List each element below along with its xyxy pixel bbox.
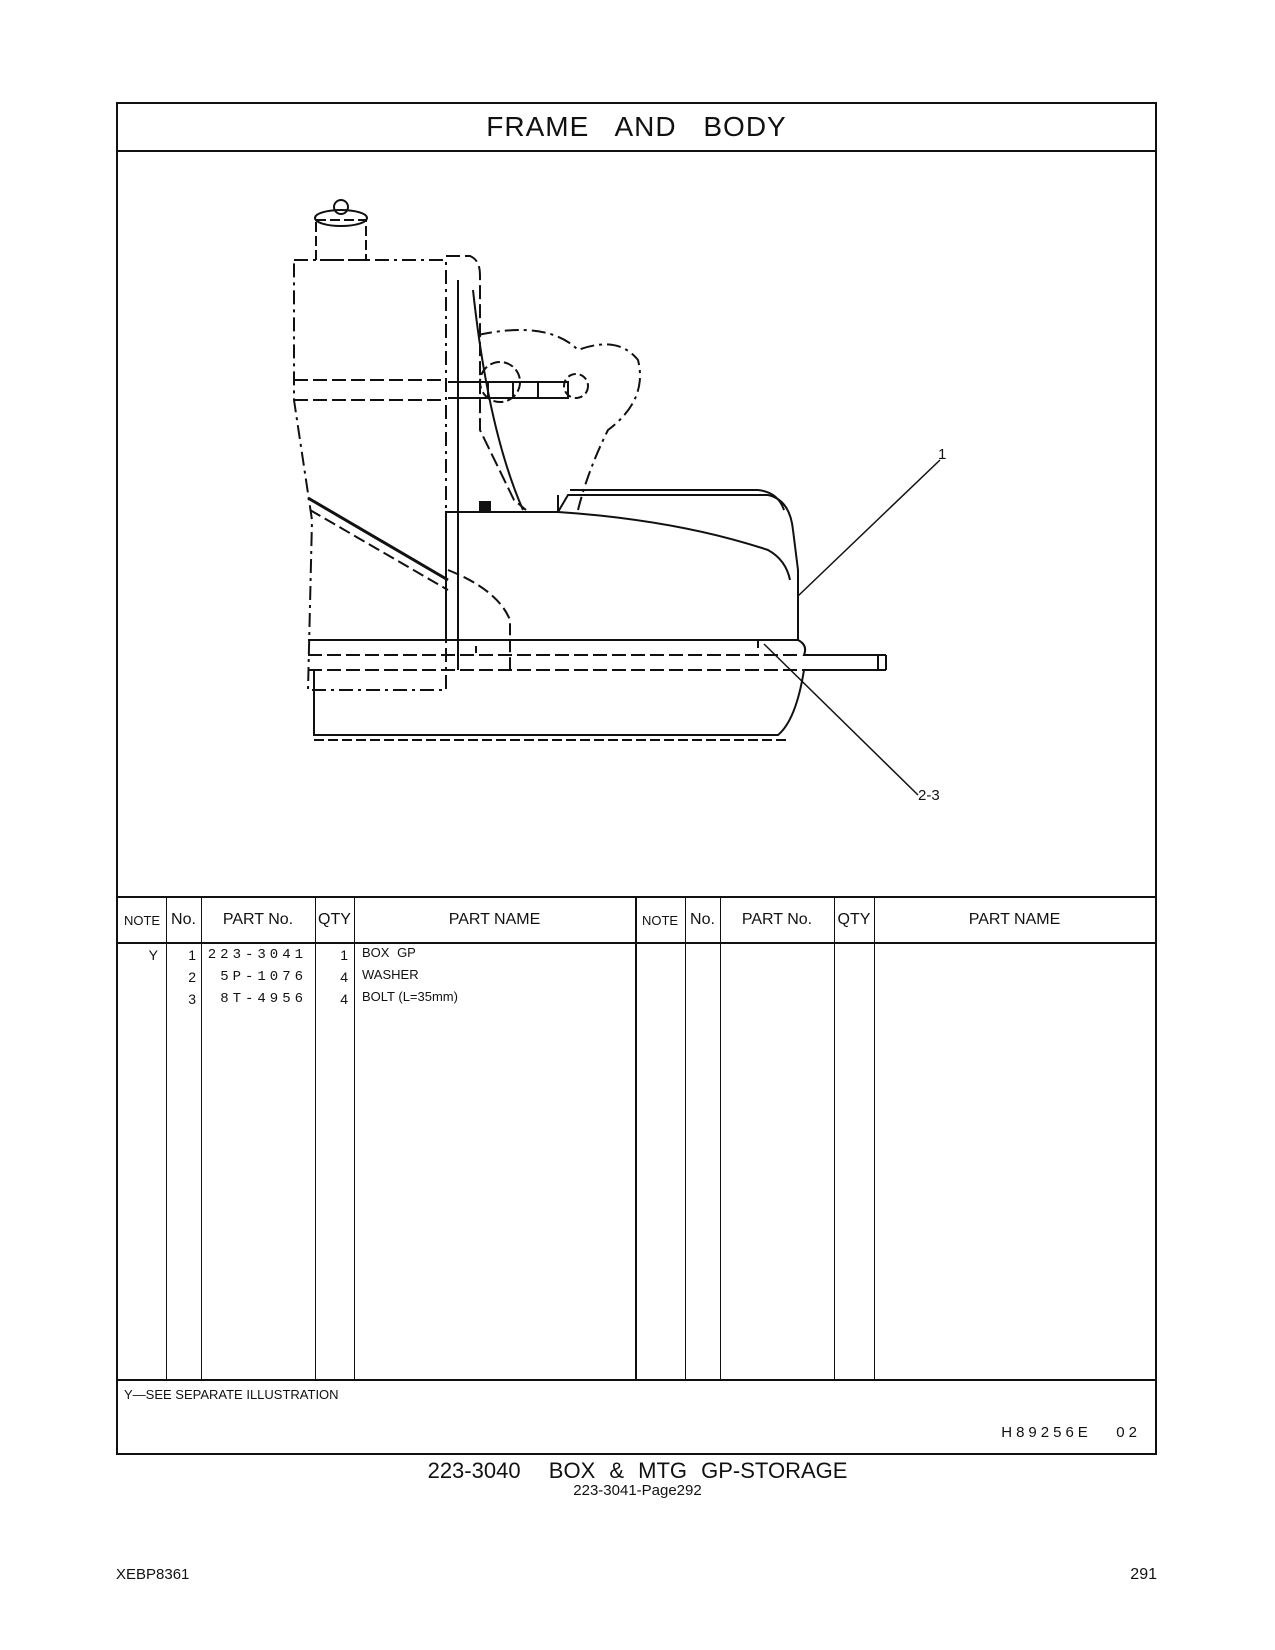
cap-knob [333, 199, 349, 215]
parts-table: NOTE No. PART No. QTY PART NAME NOTE No.… [118, 896, 1155, 1381]
col-qty-left [315, 898, 355, 1379]
header-note: NOTE [123, 912, 161, 928]
row-1-qty: 1 [340, 947, 348, 963]
header-part-name: PART NAME [448, 911, 541, 928]
header-part-name-right: PART NAME [968, 911, 1061, 928]
row-2-qty: 4 [340, 969, 348, 985]
row-3-name: BOLT (L=35mm) [362, 989, 458, 1004]
group-subcaption: 223-3041-Page292 [573, 1482, 702, 1499]
exploded-illustration [293, 199, 941, 796]
row-1-name: BOX GP [362, 945, 416, 960]
header-qty: QTY [318, 911, 351, 928]
header-part-no-right: PART No. [741, 911, 813, 928]
row-2-no: 2 [188, 969, 196, 985]
row-2-part-no: 5P-1076 [220, 969, 307, 985]
callout-1: 1 [938, 446, 947, 463]
row-3-no: 3 [188, 991, 196, 1007]
illustration-code: H89256E 02 [1001, 1424, 1141, 1441]
filler-cap [314, 209, 368, 227]
footnote: Y—SEE SEPARATE ILLUSTRATION [124, 1387, 339, 1402]
header-no: No. [171, 911, 196, 928]
col-partno-left [201, 898, 316, 1379]
header-note-right: NOTE [641, 912, 679, 928]
row-1-part-no: 223-3041 [207, 947, 307, 963]
col-no-right [685, 898, 721, 1379]
col-partno-right [720, 898, 835, 1379]
col-qty-right [834, 898, 875, 1379]
col-name-left [354, 898, 637, 1379]
parts-page-frame: FRAME AND BODY [116, 102, 1157, 1455]
page-number: 291 [1130, 1566, 1157, 1583]
leader-line-2-3 [763, 643, 919, 796]
col-no-left [166, 898, 202, 1379]
col-note-left [118, 898, 167, 1379]
row-3-qty: 4 [340, 991, 348, 1007]
row-1-no: 1 [188, 947, 196, 963]
row-2-name: WASHER [362, 967, 419, 982]
section-title: FRAME AND BODY [118, 104, 1155, 152]
group-caption: 223-3040 BOX & MTG GP-STORAGE [427, 1458, 848, 1483]
col-note-right [635, 898, 686, 1379]
header-no-right: No. [690, 911, 715, 928]
leader-line-1 [797, 459, 941, 597]
header-divider [118, 942, 1155, 944]
document-code: XEBP8361 [116, 1566, 190, 1583]
row-3-part-no: 8T-4956 [220, 991, 307, 1007]
storage-box [445, 494, 799, 641]
header-qty-right: QTY [837, 911, 871, 928]
callout-2-3: 2-3 [918, 787, 940, 804]
tank-outline [293, 259, 447, 691]
row-1-note: Y [148, 947, 158, 963]
header-part-no: PART No. [222, 911, 294, 928]
